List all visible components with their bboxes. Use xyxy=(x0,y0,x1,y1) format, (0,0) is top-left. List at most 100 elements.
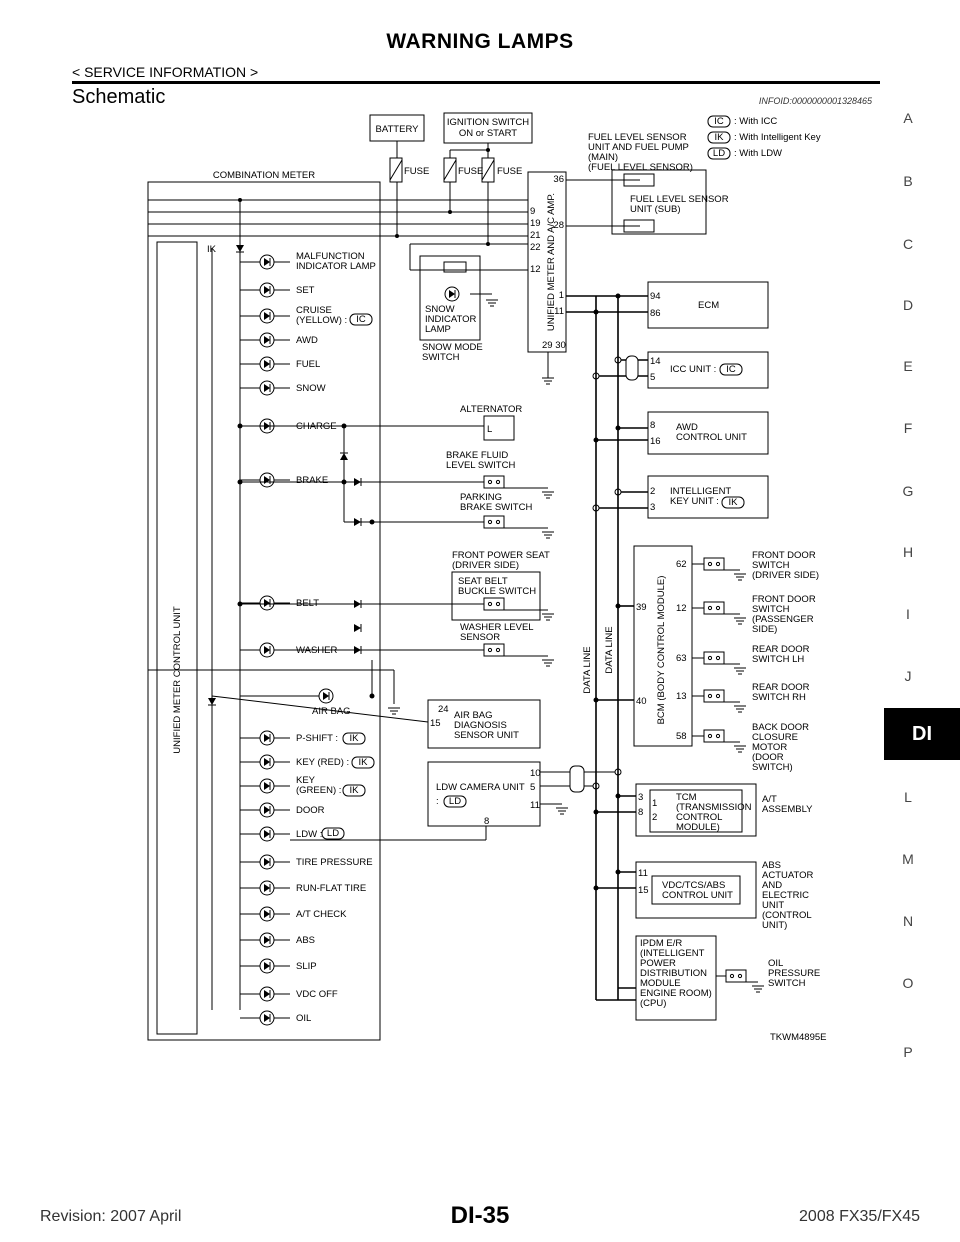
svg-text:1: 1 xyxy=(559,290,564,301)
svg-text:IK: IK xyxy=(715,132,725,143)
side-index-p[interactable]: P xyxy=(903,1044,913,1060)
snow-mode-box xyxy=(419,255,481,341)
ecm-label: ECM xyxy=(698,300,719,311)
lamp-icon xyxy=(259,958,275,974)
footer-model: 2008 FX35/FX45 xyxy=(799,1208,920,1225)
svg-text:(YELLOW) :: (YELLOW) : xyxy=(296,315,347,326)
icc-label: ICC UNIT : xyxy=(670,364,716,375)
svg-text:RUN-FLAT TIRE: RUN-FLAT TIRE xyxy=(296,883,366,894)
lamp-icon xyxy=(259,332,275,348)
svg-text:VDC OFF: VDC OFF xyxy=(296,989,338,1000)
vdc-box xyxy=(635,861,757,919)
warning-lamp-17: RUN-FLAT TIRE xyxy=(240,880,366,896)
svg-text:12: 12 xyxy=(530,264,541,275)
svg-text:94: 94 xyxy=(650,291,661,302)
airbag-unit-label: AIR BAG xyxy=(454,710,493,721)
side-index-h[interactable]: H xyxy=(902,544,914,560)
side-index-n[interactable]: N xyxy=(902,913,914,929)
lamp-icon xyxy=(259,595,275,611)
control-unit-box xyxy=(156,241,198,1035)
abs-label: AND xyxy=(762,880,782,891)
meter-amp-label: UNIFIED METER AND A/C AMP. xyxy=(546,193,557,331)
icc-box xyxy=(647,351,769,389)
tcm-label: (TRANSMISSION xyxy=(676,802,752,813)
svg-text:LD: LD xyxy=(449,796,461,807)
airbag-unit-box xyxy=(427,699,541,749)
key-green-ik-tag: IK xyxy=(342,784,366,797)
svg-text:19: 19 xyxy=(530,218,541,229)
svg-text:CRUISE: CRUISE xyxy=(296,305,332,316)
svg-text:IK: IK xyxy=(729,497,739,508)
svg-text:24: 24 xyxy=(438,704,449,715)
svg-text:LD: LD xyxy=(713,148,725,159)
svg-text:8: 8 xyxy=(650,420,655,431)
svg-text:P-SHIFT :: P-SHIFT : xyxy=(296,733,338,744)
svg-text:3: 3 xyxy=(650,502,655,513)
svg-text:(FUEL LEVEL SENSOR): (FUEL LEVEL SENSOR) xyxy=(588,162,693,173)
side-index-e[interactable]: E xyxy=(903,358,913,374)
ik-unit-label: KEY UNIT : xyxy=(670,496,719,507)
svg-text:FUSE: FUSE xyxy=(497,166,522,177)
ldw-unit-tag: LD xyxy=(443,795,467,808)
legend-tag-ik: IK xyxy=(707,131,731,144)
door-switch-label-3: SWITCH RH xyxy=(752,692,806,703)
ignition-label-1: IGNITION SWITCH xyxy=(447,117,529,128)
svg-text:A/T CHECK: A/T CHECK xyxy=(296,909,347,920)
footer-page-number: DI-35 xyxy=(450,1202,510,1229)
svg-text:5: 5 xyxy=(650,372,655,383)
svg-text:KEY (RED) :: KEY (RED) : xyxy=(296,757,349,768)
svg-text:UNIT (SUB): UNIT (SUB) xyxy=(630,204,681,215)
bcm-box xyxy=(633,545,693,747)
side-index-l[interactable]: L xyxy=(904,789,912,805)
side-index-g[interactable]: G xyxy=(902,483,914,499)
parking-brake-label: PARKING xyxy=(460,492,502,503)
lamp-icon xyxy=(259,380,275,396)
warning-lamp-14: DOOR xyxy=(240,802,325,818)
side-index-d[interactable]: D xyxy=(902,297,914,313)
abs-label: ELECTRIC xyxy=(762,890,809,901)
ldw-camera-box xyxy=(427,761,541,827)
svg-text:FUSE: FUSE xyxy=(404,166,429,177)
lamp-icon xyxy=(259,802,275,818)
key-red-ik-tag: IK xyxy=(351,756,375,769)
svg-text:IK: IK xyxy=(350,733,360,744)
side-index-j[interactable]: J xyxy=(904,668,912,684)
seat-belt-box xyxy=(451,571,541,621)
svg-text:FUEL LEVEL SENSOR: FUEL LEVEL SENSOR xyxy=(588,132,687,143)
ipdm-label: (INTELLIGENT xyxy=(640,948,705,959)
footer-revision: Revision: 2007 April xyxy=(40,1208,182,1225)
legend-text-ik: : With Intelligent Key xyxy=(734,132,821,143)
active-section-tab[interactable]: DI xyxy=(884,708,960,760)
side-index-o[interactable]: O xyxy=(902,975,914,991)
svg-text:AIR BAG: AIR BAG xyxy=(312,706,351,717)
side-index-f[interactable]: F xyxy=(903,420,913,436)
side-index-b[interactable]: B xyxy=(903,173,913,189)
svg-text:13: 13 xyxy=(676,691,687,702)
svg-text:29 30: 29 30 xyxy=(542,340,566,351)
warning-lamp-8: BELT xyxy=(240,595,319,611)
svg-text:28: 28 xyxy=(553,220,564,231)
side-index-c[interactable]: C xyxy=(902,236,914,252)
figure-code: TKWM4895E xyxy=(770,1032,827,1043)
alternator-terminal: L xyxy=(487,424,492,435)
tcm-label: TCM xyxy=(676,792,697,803)
combination-meter-box xyxy=(147,181,381,1041)
side-index-i[interactable]: I xyxy=(906,606,910,622)
svg-text:FUEL LEVEL SENSOR: FUEL LEVEL SENSOR xyxy=(630,194,729,205)
svg-text:(MAIN): (MAIN) xyxy=(588,152,618,163)
front-power-seat-label: FRONT POWER SEAT xyxy=(452,550,550,561)
tcm-box xyxy=(635,783,757,837)
door-switch-label-2: REAR DOOR xyxy=(752,644,810,655)
fuse-2: FUSE xyxy=(443,157,483,183)
svg-text:14: 14 xyxy=(650,356,661,367)
svg-text:INDICATOR: INDICATOR xyxy=(425,314,477,325)
meter-amp-box xyxy=(527,171,567,353)
ipdm-label: ENGINE ROOM) xyxy=(640,988,712,999)
at-assembly-label: ASSEMBLY xyxy=(762,804,813,815)
side-index-m[interactable]: M xyxy=(902,851,914,867)
data-line-label-1: DATA LINE xyxy=(582,646,593,693)
lamp-icon xyxy=(259,778,275,794)
side-index-a[interactable]: A xyxy=(903,110,913,126)
